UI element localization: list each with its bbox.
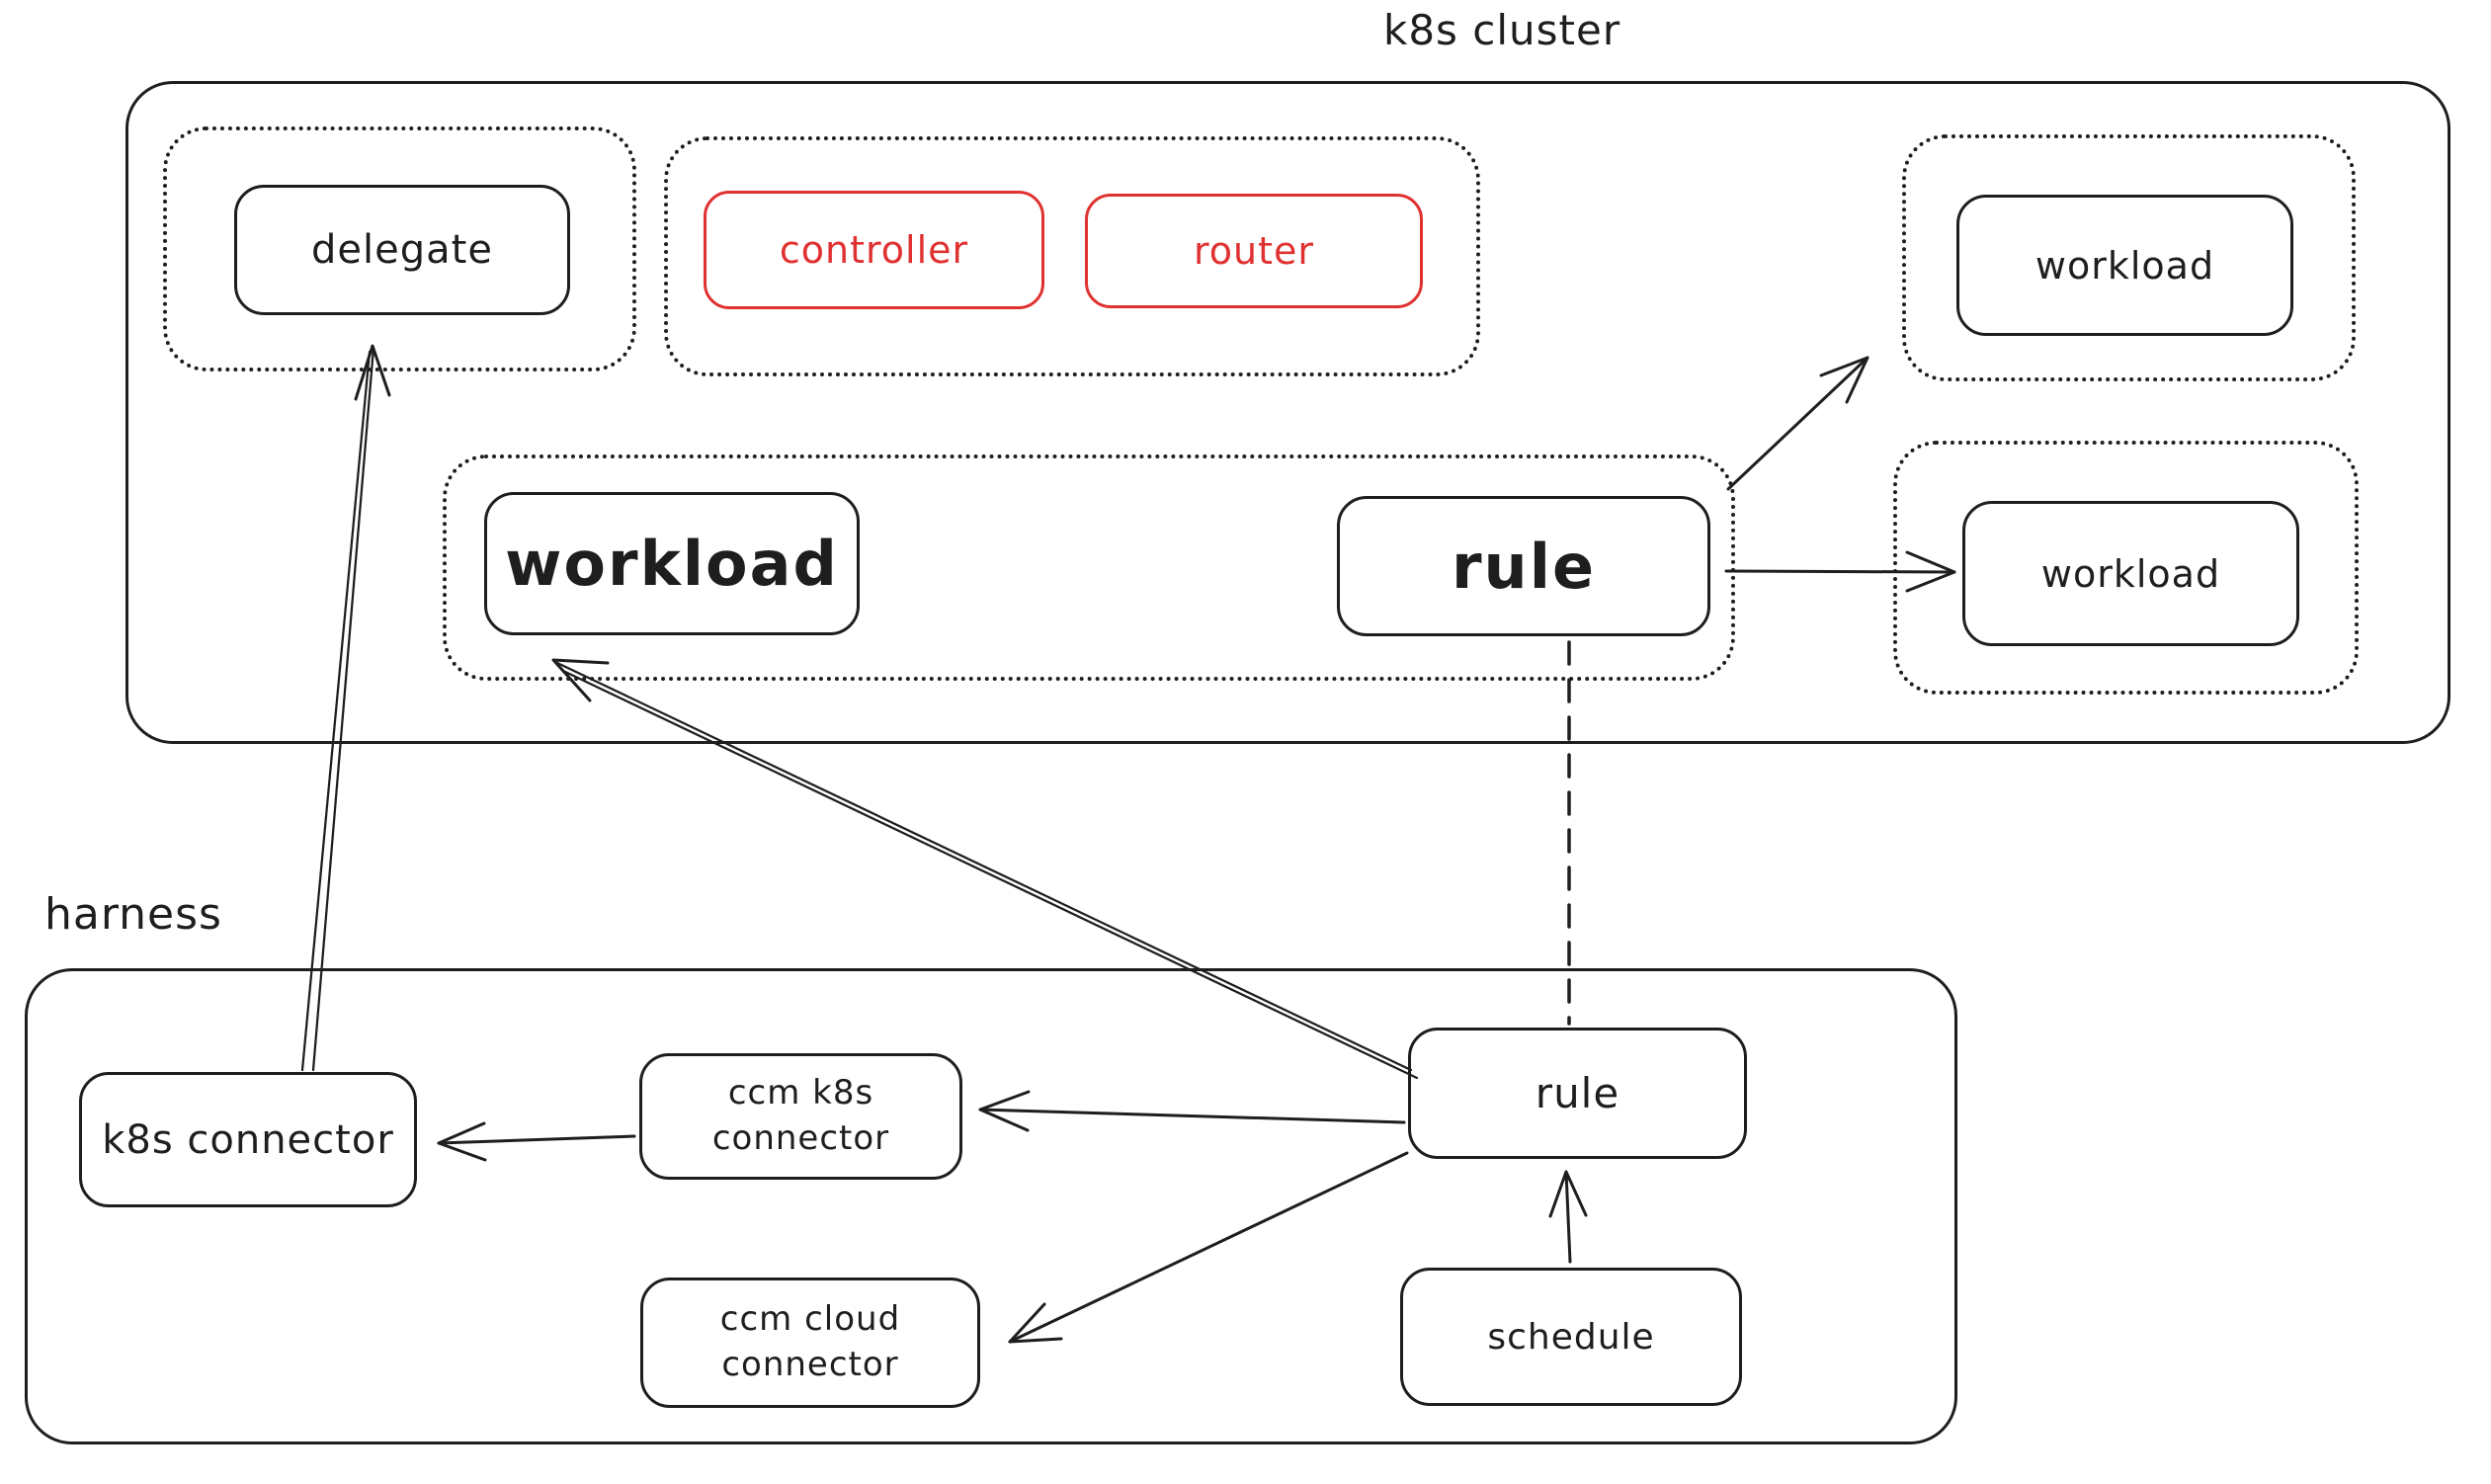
workload-top-right-node: workload	[1956, 195, 2293, 336]
router-node: router	[1085, 194, 1423, 308]
rule-main-node: rule	[1337, 496, 1710, 636]
rule-harness-node: rule	[1408, 1028, 1747, 1159]
workload-mid-right-dotted	[1893, 441, 2359, 695]
ccm-k8s-connector-label: ccm k8s connector	[711, 1073, 890, 1158]
harness-title: harness	[44, 889, 222, 940]
workload-top-right-dotted	[1902, 134, 2356, 381]
workload-mid-right-node: workload	[1962, 501, 2299, 646]
ccm-cloud-connector-node: ccm cloud connector	[640, 1278, 980, 1408]
controller-node: controller	[704, 191, 1044, 309]
ccm-cloud-connector-label: ccm cloud connector	[719, 1299, 901, 1384]
k8s-connector-node: k8s connector	[79, 1072, 417, 1207]
ccm-k8s-connector-node: ccm k8s connector	[639, 1053, 962, 1180]
schedule-node: schedule	[1400, 1268, 1742, 1406]
k8s-cluster-title: k8s cluster	[1383, 6, 1621, 54]
delegate-node: delegate	[234, 185, 570, 315]
workload-main-node: workload	[484, 492, 860, 635]
controller-router-group-dotted	[664, 136, 1480, 376]
delegate-group-dotted	[163, 126, 636, 371]
